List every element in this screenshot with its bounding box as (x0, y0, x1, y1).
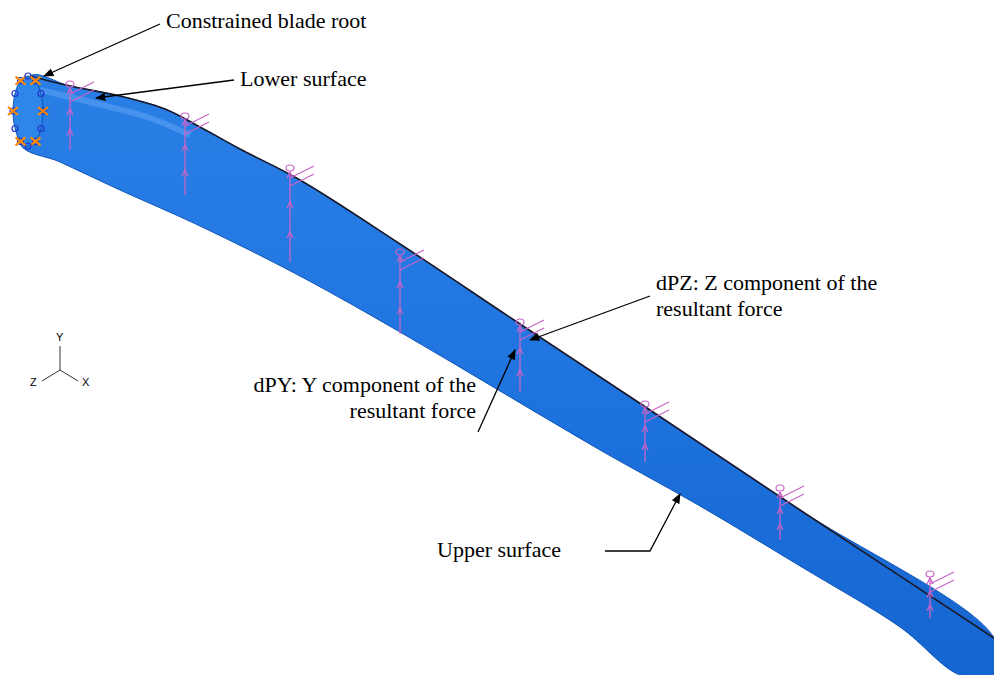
force-arrows (66, 81, 954, 618)
blade-edge (30, 76, 994, 638)
axis-label: X (82, 376, 89, 389)
force-label: dPY: Y component of the resultant force (176, 372, 476, 425)
root-constraints (8, 73, 48, 149)
axis-label: Z (30, 376, 37, 389)
leader-lines (44, 24, 680, 551)
force-label: dPZ: Z component of the resultant force (656, 270, 896, 323)
surface-shading (40, 90, 190, 135)
blade-body (17, 75, 994, 675)
part-label: Upper surface (437, 537, 561, 563)
axis-label: Y (56, 331, 63, 344)
part-label: Constrained blade root (166, 8, 366, 34)
axis-triad (42, 346, 78, 381)
part-label: Lower surface (240, 66, 366, 92)
blade-root (13, 76, 43, 146)
